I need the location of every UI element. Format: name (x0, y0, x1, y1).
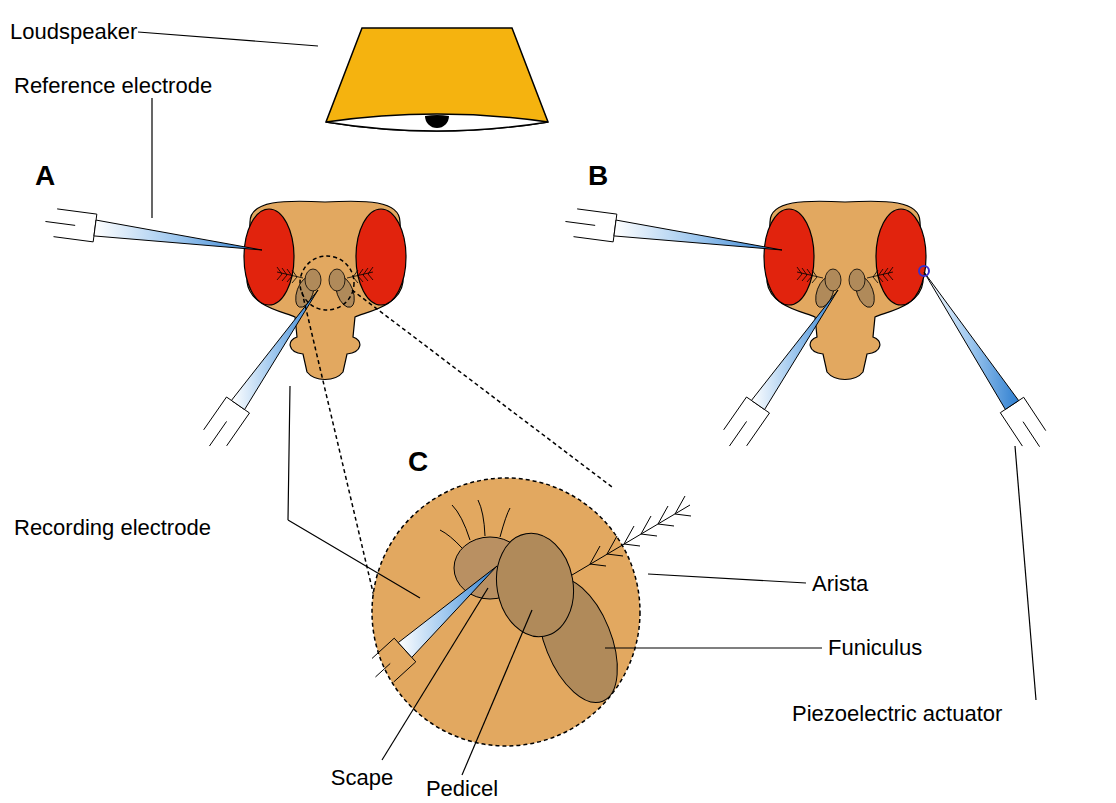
zoom-region (300, 256, 354, 310)
arista (572, 496, 691, 575)
pedicel (489, 527, 582, 643)
part-label: Loudspeaker (10, 20, 137, 44)
part-label: Scape (331, 766, 393, 790)
speaker-dome (425, 115, 449, 128)
panel-letter: B (588, 161, 608, 192)
part-label: Pedicel (426, 777, 498, 801)
panel-letter: A (35, 161, 55, 192)
compound-eye (244, 209, 294, 305)
pedicel-small (329, 269, 345, 291)
glass-pipette (398, 566, 497, 657)
glass-pipette (94, 220, 262, 250)
leader-line (605, 647, 822, 648)
piezo-actuator (924, 272, 1046, 447)
pedicel-small (825, 269, 841, 291)
glass-pipette (614, 220, 782, 250)
part-label: Recording electrode (14, 516, 211, 540)
leader-line (288, 386, 420, 598)
recording-electrode (372, 566, 497, 682)
leader-line (382, 588, 488, 760)
reference-electrode (45, 209, 262, 250)
part-label: Arista (812, 572, 868, 596)
compound-eye (764, 209, 814, 305)
part-label: Piezoelectric actuator (792, 702, 1002, 726)
pedicel-small (849, 269, 865, 291)
recording-electrode (724, 290, 838, 446)
part-label: Funiculus (828, 636, 922, 660)
leader-line (138, 32, 318, 46)
leader-line (151, 98, 152, 218)
pedicel-small (305, 269, 321, 291)
reference-electrode (565, 209, 782, 250)
compound-eye (356, 209, 406, 305)
loudspeaker (326, 28, 548, 131)
panel-letter: C (408, 447, 428, 478)
recording-electrode (204, 290, 318, 446)
leader-line (462, 610, 532, 775)
electrode-holder (565, 209, 616, 242)
leader-line (648, 574, 806, 583)
leader-line (1015, 446, 1036, 700)
arista-small (867, 267, 893, 283)
electrode-holder (45, 209, 96, 242)
arista-small (797, 267, 823, 283)
magnified-view (372, 478, 640, 746)
contact-point (919, 266, 929, 276)
glass-pipette (751, 290, 838, 410)
glass-pipette (924, 272, 1019, 409)
compound-eye (876, 209, 926, 305)
part-label: Reference electrode (14, 74, 212, 98)
speaker-cone (326, 28, 548, 131)
arista-small (277, 267, 303, 283)
speaker-membrane (326, 114, 548, 131)
